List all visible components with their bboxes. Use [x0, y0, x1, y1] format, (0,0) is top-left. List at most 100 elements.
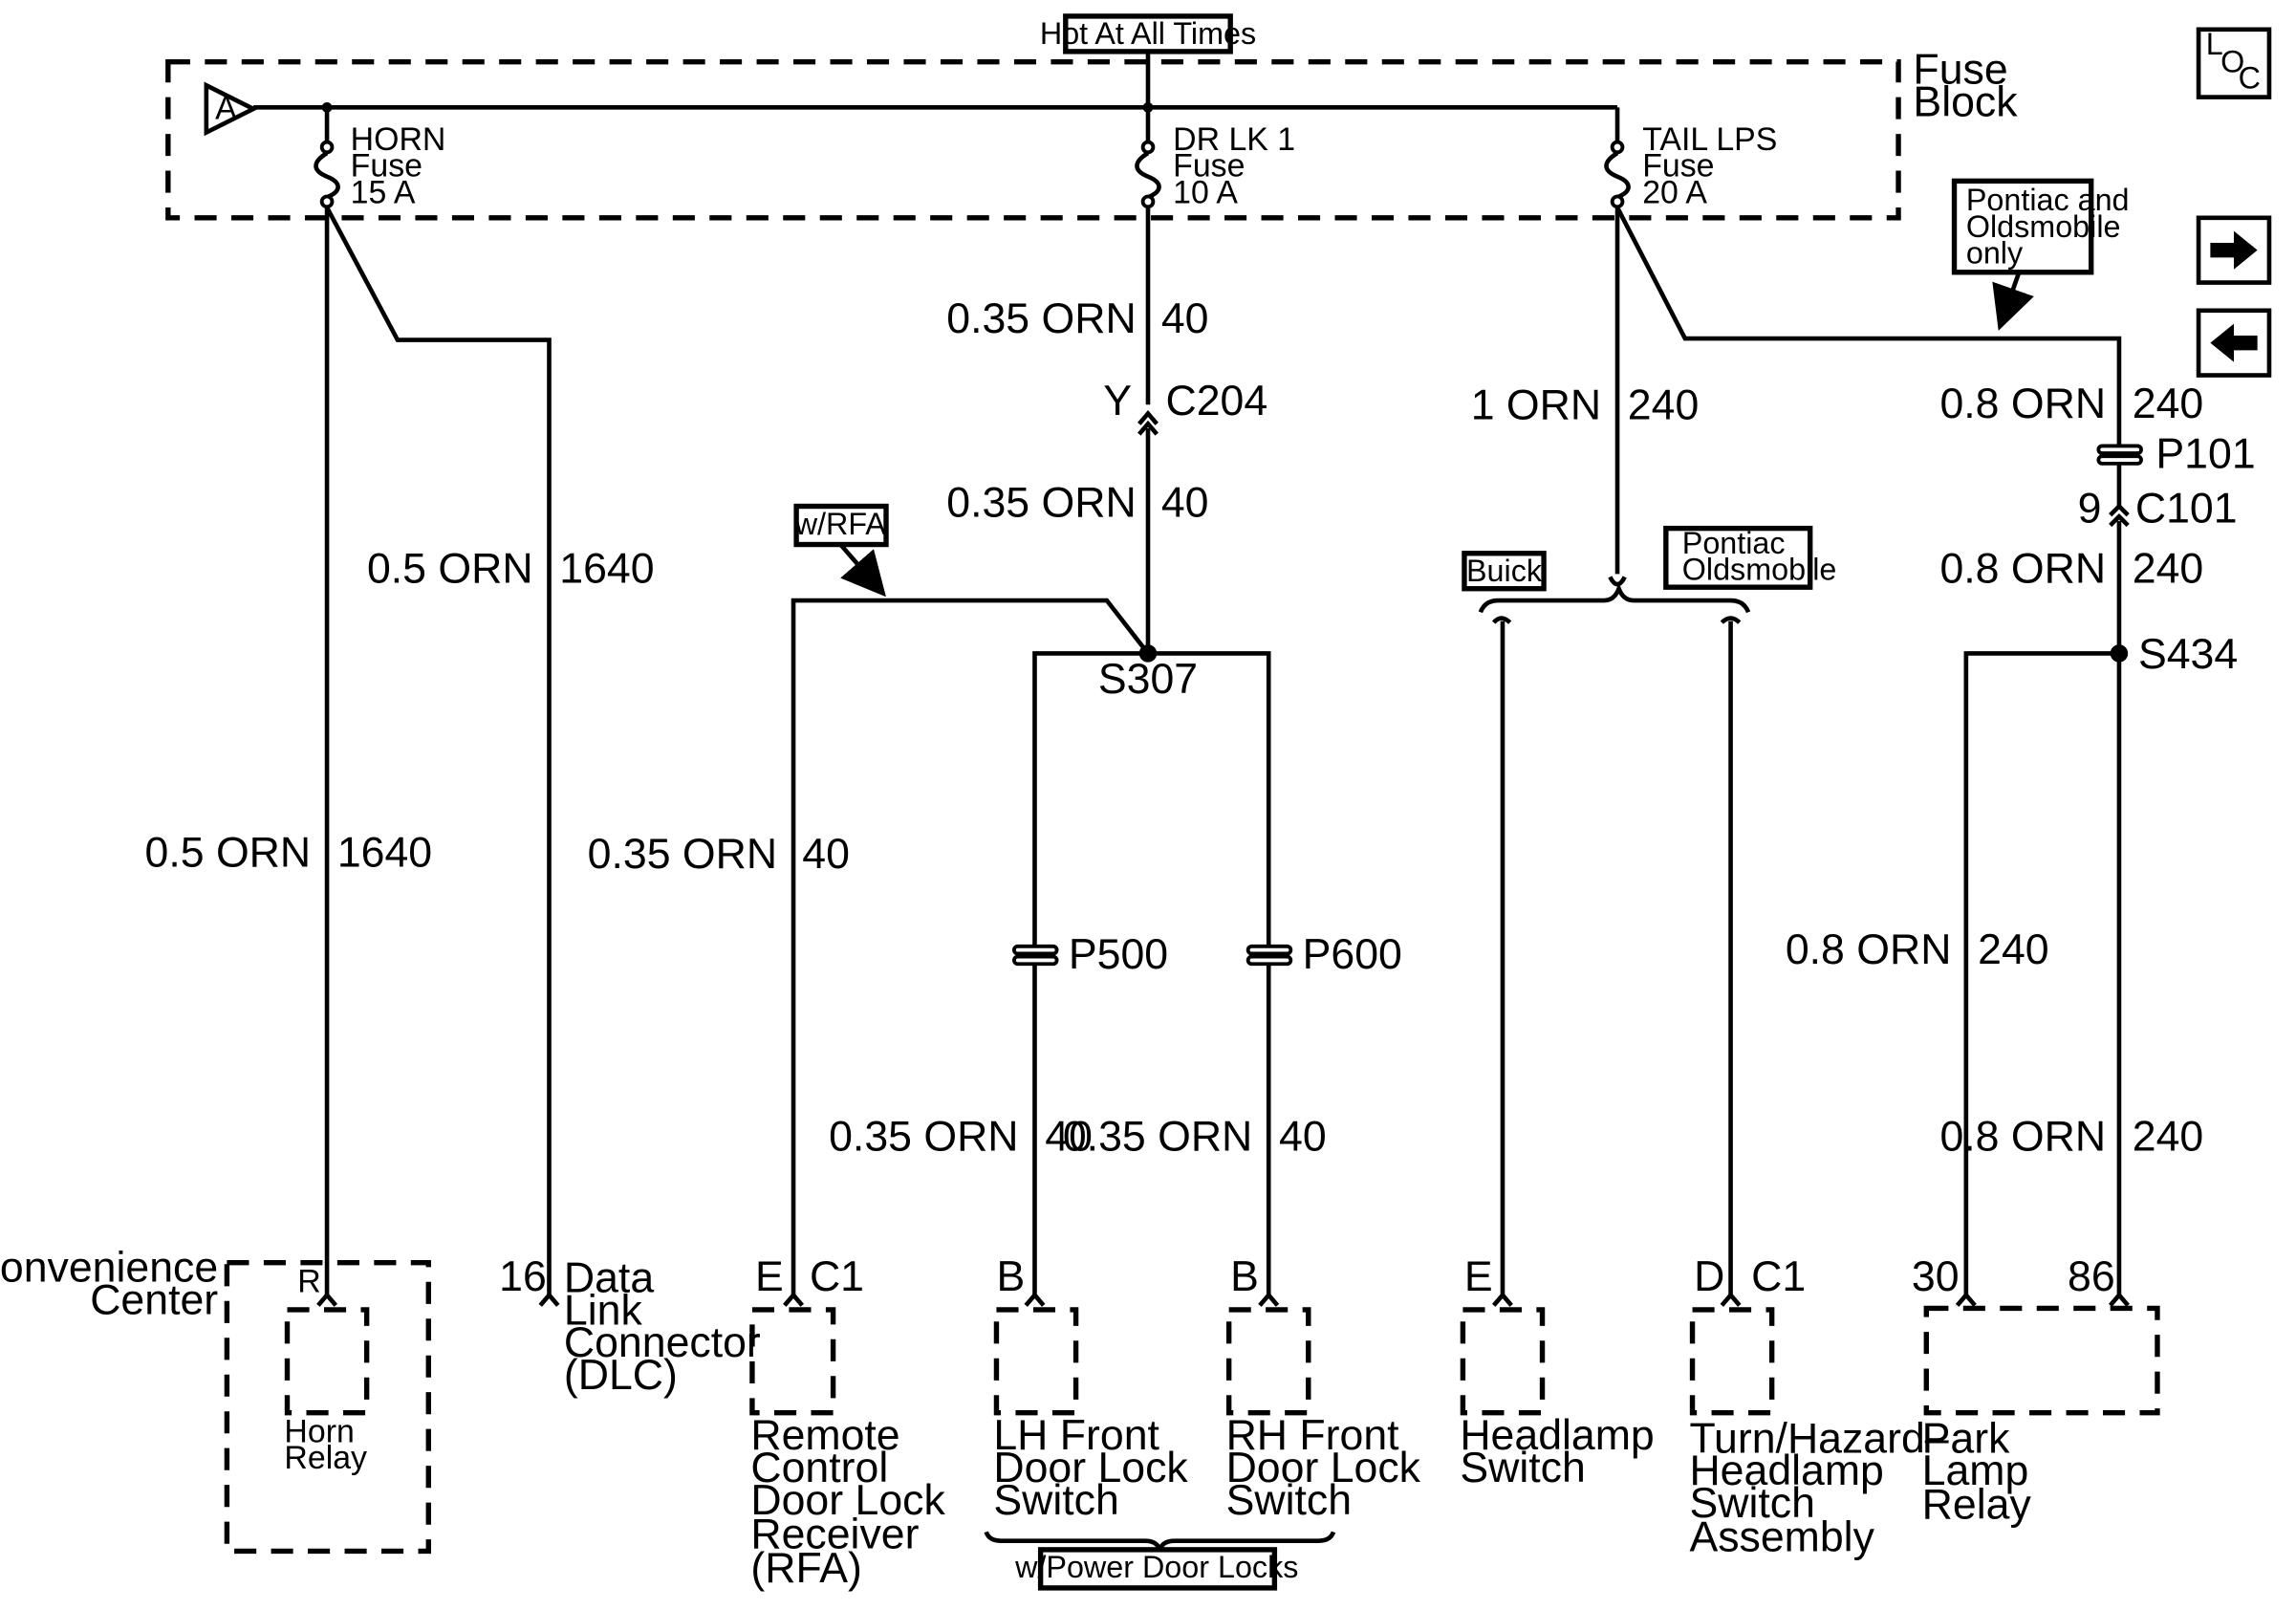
park-wire-b-circuit: 240	[2133, 546, 2203, 593]
pontiac-olds-note-box	[1663, 525, 1813, 590]
wrfa-note: w/RFA	[794, 507, 887, 541]
dlc-pin: 16	[499, 1253, 547, 1300]
connector-a-triangle	[204, 81, 259, 137]
drlk-fuse-name: DR LK 1	[1173, 121, 1295, 158]
pontiac-olds-note-1: Pontiac	[1682, 526, 1786, 560]
p600-connector	[1245, 944, 1293, 967]
rh-label-2: Door Lock	[1226, 1445, 1421, 1491]
rfa-label-5: (RFA)	[750, 1545, 862, 1592]
tail-lps-fuse-rating: 20 A	[1642, 174, 1707, 210]
headlamp-label-1: Headlamp	[1460, 1412, 1654, 1459]
horn-relay-pin: R	[297, 1264, 320, 1300]
dlc-label-3: Connector	[564, 1319, 761, 1366]
rfa-label-1: Remote	[750, 1412, 899, 1459]
tail-wire-size: 1 ORN	[1471, 382, 1601, 429]
rh-switch-box	[1225, 1307, 1311, 1416]
rfa-label-2: Control	[750, 1445, 888, 1491]
horn-upper-wire-circuit: 1640	[559, 546, 654, 593]
pontiac-olds-only-3: only	[1966, 236, 2024, 271]
rh-wire-circuit: 40	[1279, 1114, 1327, 1161]
drlk-fuse-icon	[1135, 140, 1161, 209]
horn-relay-label-1: Horn	[284, 1414, 354, 1450]
lh-wire-size: 0.35 ORN	[829, 1114, 1018, 1161]
tail-wire-circuit: 240	[1628, 382, 1699, 429]
rfa-wire-circuit: 40	[802, 831, 850, 878]
tail-lps-fuse-icon	[1604, 140, 1631, 209]
p500-connector	[1011, 944, 1059, 967]
horn-relay-label-2: Relay	[284, 1440, 367, 1476]
loc-letter-l: L	[2206, 27, 2223, 61]
s434-label: S434	[2138, 631, 2238, 678]
c204-label: C204	[1165, 378, 1267, 424]
rfa-conn: C1	[810, 1253, 864, 1300]
fuse-block-label-1: Fuse	[1913, 47, 2007, 94]
power-door-locks-note-box	[1037, 1547, 1278, 1591]
rh-pin: B	[1230, 1253, 1259, 1300]
dlc-label-2: Link	[564, 1287, 643, 1334]
headlamp-pin: E	[1464, 1253, 1493, 1300]
headlamp-switch-box	[1460, 1307, 1546, 1416]
horn-lower-wire-size: 0.5 ORN	[145, 830, 312, 877]
park-lamp-relay-box	[1923, 1305, 2160, 1416]
park-30-wire-size: 0.8 ORN	[1786, 926, 1952, 973]
drlk-wire-b-size: 0.35 ORN	[946, 479, 1136, 526]
turn-conn: C1	[1751, 1253, 1806, 1300]
rh-label-1: RH Front	[1226, 1412, 1400, 1459]
park-86-wire-circuit: 240	[2133, 1114, 2203, 1161]
lh-label-3: Switch	[993, 1477, 1118, 1524]
s307-label: S307	[1098, 656, 1198, 703]
park-30-wire-circuit: 240	[1978, 926, 2048, 973]
turn-label-1: Turn/Hazard–	[1689, 1415, 1948, 1462]
drlk-fuse-type: Fuse	[1173, 148, 1245, 185]
p500-label: P500	[1069, 931, 1168, 978]
park-label-3: Relay	[1922, 1482, 2032, 1529]
rfa-wire-size: 0.35 ORN	[588, 831, 777, 878]
arrow-left-icon[interactable]	[2196, 308, 2272, 378]
horn-lower-wire-circuit: 1640	[337, 830, 432, 877]
lh-pin: B	[996, 1253, 1025, 1300]
fuse-block-label-2: Block	[1913, 79, 2018, 126]
hot-at-all-times-label: Hot At All Times	[1040, 16, 1256, 51]
pontiac-olds-note-2: Oldsmobile	[1682, 552, 1837, 586]
p600-label: P600	[1303, 931, 1402, 978]
rh-wire-size: 0.35 ORN	[1063, 1114, 1252, 1161]
buick-note-box	[1462, 551, 1547, 592]
loc-letter-c: C	[2239, 60, 2261, 95]
pontiac-olds-only-2: Oldsmobile	[1966, 209, 2121, 244]
tail-lps-fuse-type: Fuse	[1642, 148, 1714, 185]
pontiac-olds-only-note-box	[1951, 178, 2094, 275]
rfa-pin: E	[755, 1253, 784, 1300]
convenience-center-label-2: Center	[90, 1277, 218, 1324]
lh-wire-circuit: 40	[1045, 1114, 1093, 1161]
horn-fuse-name: HORN	[351, 121, 446, 158]
turn-pin: D	[1694, 1253, 1724, 1300]
c204-pin: Y	[1103, 378, 1132, 424]
rh-label-3: Switch	[1226, 1477, 1352, 1524]
park-label-1: Park	[1922, 1415, 2010, 1462]
rfa-box	[749, 1307, 836, 1416]
drlk-wire-b-circuit: 40	[1161, 479, 1209, 526]
lh-label-1: LH Front	[993, 1412, 1159, 1459]
model-select-brace	[1478, 582, 1751, 614]
convenience-center-label-1: Convenience	[0, 1245, 218, 1292]
lh-switch-box	[993, 1307, 1079, 1416]
park-pin-30: 30	[1912, 1253, 1960, 1300]
park-wire-a-size: 0.8 ORN	[1939, 381, 2106, 427]
rfa-label-4: Receiver	[750, 1511, 919, 1557]
connector-a-label: A	[215, 91, 237, 127]
pontiac-olds-only-1: Pontiac and	[1966, 183, 2130, 217]
turn-label-4: Assembly	[1689, 1513, 1874, 1560]
drlk-wire-a-size: 0.35 ORN	[946, 295, 1136, 342]
buick-note: Buick	[1466, 554, 1543, 588]
arrow-right-icon[interactable]	[2196, 215, 2272, 285]
c101-pin: 9	[2078, 485, 2102, 532]
power-door-locks-brace	[984, 1531, 1336, 1557]
headlamp-label-2: Switch	[1460, 1445, 1585, 1491]
location-icon[interactable]	[2196, 27, 2272, 99]
tail-lps-fuse-name: TAIL LPS	[1642, 121, 1777, 158]
power-door-locks-note: w/Power Door Locks	[1014, 1550, 1298, 1584]
horn-upper-wire-size: 0.5 ORN	[367, 546, 533, 593]
park-wire-a-circuit: 240	[2133, 381, 2203, 427]
dlc-label-1: Data	[564, 1255, 654, 1302]
